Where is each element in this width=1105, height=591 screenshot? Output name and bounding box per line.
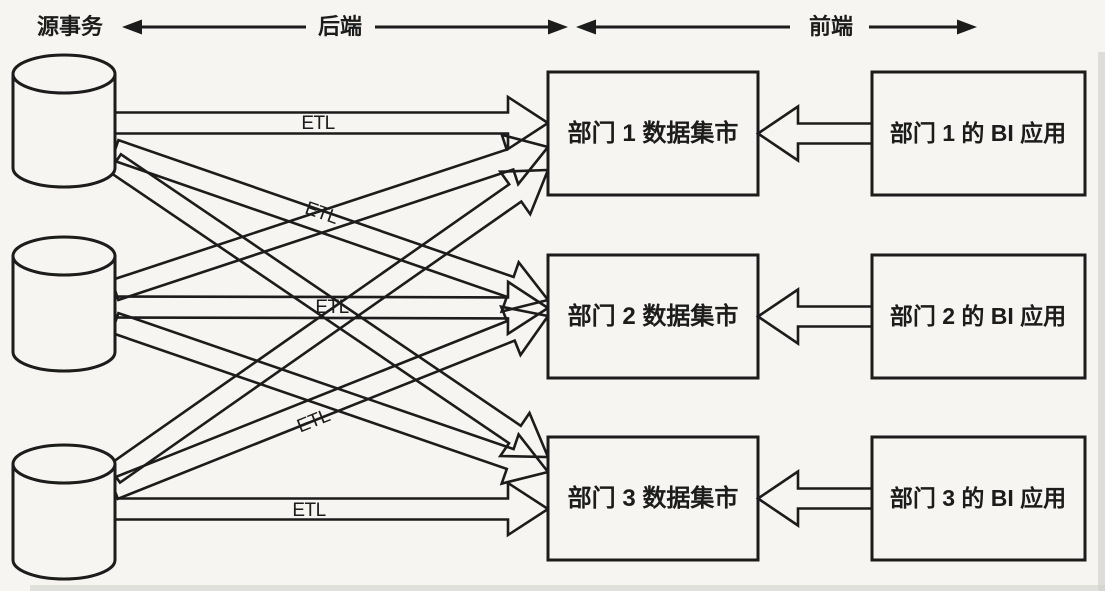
etl-arrows [106, 94, 551, 538]
frontend-label: 前端 [809, 14, 853, 39]
header: 源事务 后端 前端 [37, 14, 977, 39]
data-mart-box-1: 部门 1 数据集市 [546, 70, 760, 197]
bi-app-label-2: 部门 2 的 BI 应用 [890, 303, 1066, 329]
etl-labels: ETL ETL ETL ETL ETL [292, 113, 349, 521]
data-mart-label-1: 部门 1 数据集市 [568, 119, 739, 147]
backend-label: 后端 [318, 14, 362, 39]
data-mart-label-3: 部门 3 数据集市 [568, 484, 739, 512]
etl-arrow-9 [112, 480, 551, 538]
scan-edge-bottom [30, 585, 1105, 591]
source-database-cylinder-3 [11, 443, 117, 581]
bi-to-mart-arrow-2 [755, 287, 874, 346]
bi-app-label-3: 部门 3 的 BI 应用 [890, 485, 1066, 511]
bi-app-box-1: 部门 1 的 BI 应用 [870, 70, 1087, 197]
bi-to-mart-arrow-1 [755, 104, 874, 163]
etl-label-5: ETL [292, 500, 325, 521]
frontend-span-arrow: 前端 [576, 14, 977, 39]
arrowhead-left-icon [576, 19, 596, 35]
etl-label-4-rotated: ETL [294, 405, 333, 437]
arrowhead-left-icon [122, 19, 142, 35]
bi-app-label-1: 部门 1 的 BI 应用 [890, 120, 1066, 146]
arrowhead-right-icon [548, 19, 568, 35]
bi-app-box-3: 部门 3 的 BI 应用 [870, 435, 1087, 562]
data-mart-box-2: 部门 2 数据集市 [546, 253, 760, 380]
etl-arrow-6 [109, 311, 551, 486]
bi-to-mart-arrows [755, 104, 874, 528]
arrowhead-right-icon [957, 19, 977, 35]
backend-span-arrow: 后端 [122, 14, 568, 39]
source-database-cylinder-1 [11, 53, 117, 189]
etl-arrow-7 [106, 168, 550, 485]
bi-app-box-2: 部门 2 的 BI 应用 [870, 253, 1087, 380]
etl-label-3: ETL [315, 297, 348, 318]
etl-label-1: ETL [301, 113, 334, 134]
etl-arrow-2 [109, 138, 551, 314]
scan-edge-right [1098, 52, 1105, 591]
bi-to-mart-arrow-3 [755, 469, 874, 528]
etl-label-2-rotated: ETL [302, 198, 340, 229]
data-mart-label-2: 部门 2 数据集市 [568, 302, 739, 330]
source-transactions-label: 源事务 [37, 14, 104, 39]
etl-arrow-3 [107, 152, 550, 459]
source-database-cylinder-2 [11, 235, 117, 373]
data-mart-box-3: 部门 3 数据集市 [546, 435, 760, 562]
etl-arrow-8 [108, 304, 551, 501]
